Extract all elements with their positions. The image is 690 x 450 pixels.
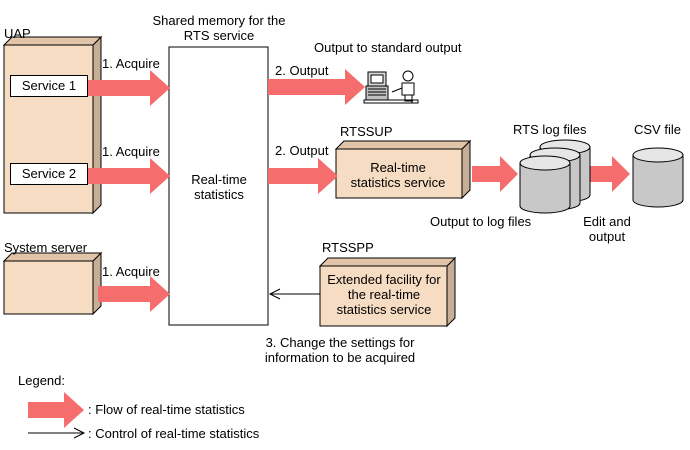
rtsspp-body: Extended facility for the real-time stat… [327, 272, 441, 317]
stdout-label: Output to standard output [314, 40, 462, 55]
flow-arrow-rtssup [268, 158, 338, 194]
acquire-label-1: 1. Acquire [102, 56, 160, 71]
service-1-box: Service 1 [10, 75, 88, 97]
flow-arrow-system-server [98, 276, 170, 312]
control-arrow [268, 288, 320, 300]
computer-user-icon [363, 70, 419, 104]
legend-title: Legend: [18, 373, 65, 388]
uap-title: UAP [4, 26, 31, 41]
rtssup-body: Real-time statistics service [350, 160, 446, 190]
csv-file-title: CSV file [634, 122, 681, 137]
system-server-title: System server [4, 240, 88, 255]
rtsspp-name: RTSSPP [322, 240, 374, 255]
uap-box [2, 35, 103, 215]
shared-memory-title: Shared memory for the RTS service [152, 13, 286, 43]
service-2-box: Service 2 [10, 163, 88, 185]
rtssup-name: RTSSUP [340, 124, 393, 139]
legend-control-arrow [28, 427, 86, 439]
output-label-2: 2. Output [275, 143, 329, 158]
acquire-label-2: 1. Acquire [102, 144, 160, 159]
flow-arrow-service2 [88, 158, 170, 194]
rts-log-files-icon [519, 139, 591, 214]
flow-arrow-logs [472, 156, 518, 192]
change-settings-label: 3. Change the settings for information t… [264, 335, 416, 365]
flow-arrow-service1 [88, 70, 170, 106]
rts-log-files-title: RTS log files [513, 122, 587, 137]
legend-flow-label: : Flow of real-time statistics [88, 402, 245, 417]
output-label-1: 2. Output [275, 63, 329, 78]
system-server-box [2, 251, 103, 316]
edit-output-label: Edit and output [583, 214, 631, 244]
rtsspp-box [318, 256, 457, 328]
shared-memory-box [168, 46, 269, 326]
acquire-label-3: 1. Acquire [102, 264, 160, 279]
shared-memory-body: Real-time statistics [191, 172, 247, 202]
legend-control-label: : Control of real-time statistics [88, 426, 260, 441]
csv-file-icon [632, 147, 684, 208]
flow-arrow-stdout [268, 69, 365, 105]
rtssup-box [334, 139, 472, 200]
output-log-label: Output to log files [430, 214, 532, 229]
legend-flow-arrow [28, 392, 84, 428]
flow-arrow-csv [590, 156, 630, 192]
